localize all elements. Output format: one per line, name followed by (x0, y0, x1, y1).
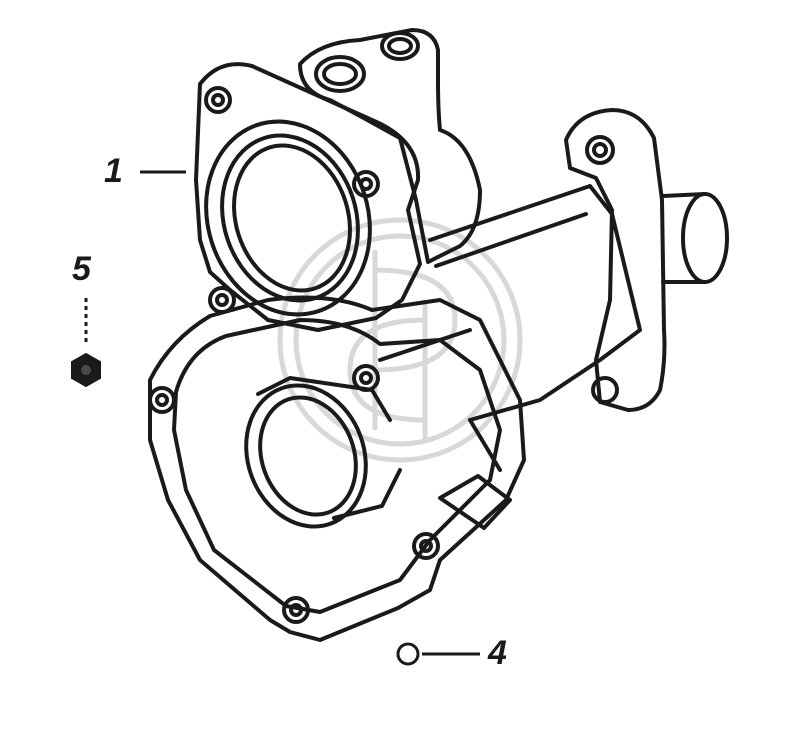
callout-part-4: 4 (488, 634, 507, 672)
hex-nut-icon (71, 352, 101, 388)
o-ring-icon (396, 642, 420, 666)
callout-part-1: 1 (104, 152, 123, 190)
leader-lines (84, 170, 480, 656)
watermark-logo (277, 217, 523, 463)
gear-housing-body (148, 28, 729, 642)
callout-part-5: 5 (72, 250, 91, 288)
